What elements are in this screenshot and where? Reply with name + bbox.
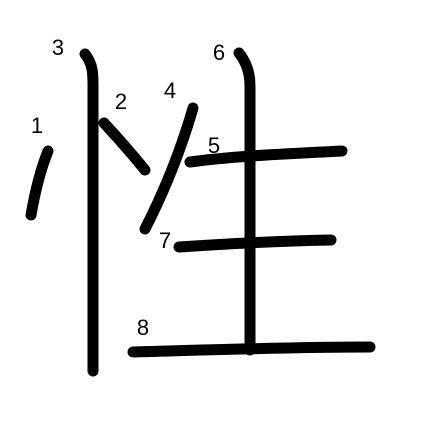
stroke-6 <box>233 47 256 356</box>
stroke-8 <box>127 341 376 358</box>
stroke-number-1: 1 <box>30 113 44 138</box>
stroke-1 <box>25 145 54 221</box>
stroke-number-4: 4 <box>163 78 177 103</box>
stroke-number-8: 8 <box>136 315 150 340</box>
stroke-3 <box>79 48 99 377</box>
stroke-number-7: 7 <box>158 228 172 253</box>
stroke-number-2: 2 <box>114 89 128 114</box>
stroke-2 <box>98 117 151 176</box>
stroke-number-5: 5 <box>207 133 221 158</box>
stroke-number-3: 3 <box>51 35 65 60</box>
stroke-number-6: 6 <box>212 40 226 65</box>
stroke-5 <box>184 145 348 168</box>
stroke-4 <box>139 102 199 235</box>
stroke-7 <box>173 234 337 253</box>
